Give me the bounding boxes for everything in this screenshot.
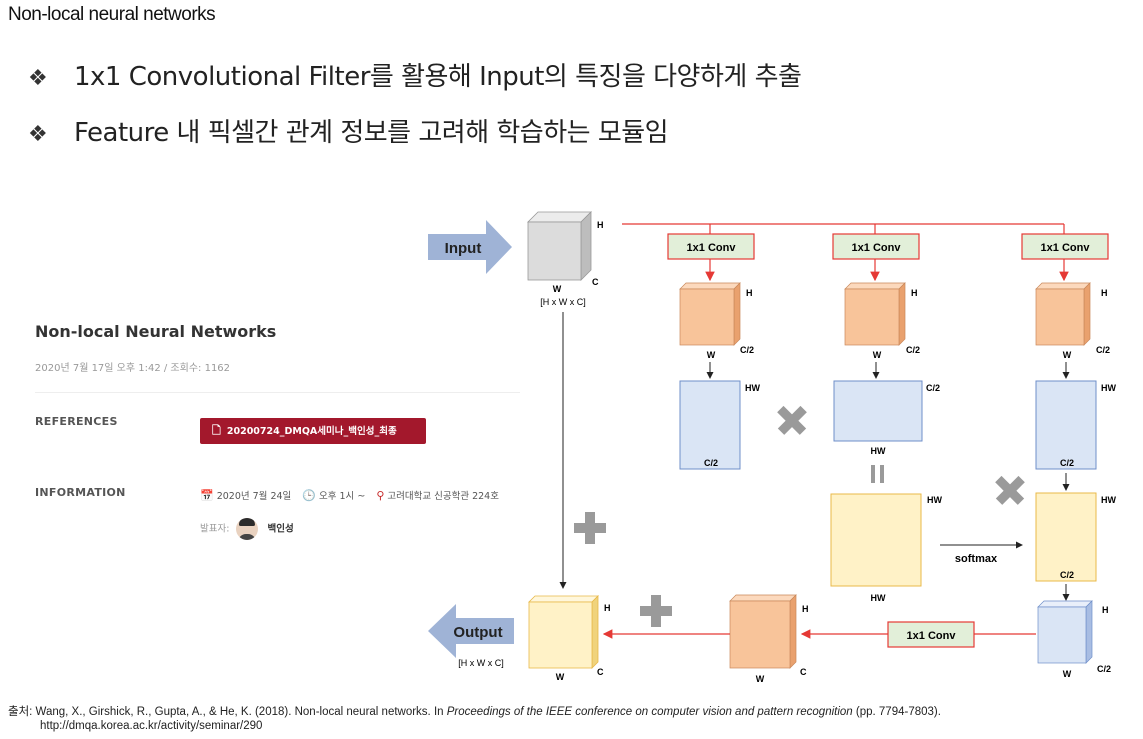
divider bbox=[35, 392, 520, 393]
phi-matrix bbox=[833, 380, 923, 442]
theta-cube bbox=[679, 282, 741, 346]
multiply-icon bbox=[777, 405, 807, 435]
clock-icon: 🕒 bbox=[302, 489, 317, 502]
svg-text:H: H bbox=[604, 603, 611, 613]
diamond-bullet-icon: ❖ bbox=[28, 122, 48, 147]
svg-text:HW: HW bbox=[745, 383, 760, 393]
conv-box: 1x1 Conv bbox=[832, 233, 920, 260]
page-title: Non-local neural networks bbox=[8, 4, 216, 25]
source-url[interactable]: http://dmqa.korea.ac.kr/activity/seminar… bbox=[40, 720, 263, 732]
svg-text:1x1 Conv: 1x1 Conv bbox=[1041, 242, 1091, 254]
input-cube bbox=[527, 211, 592, 281]
phi-cube bbox=[844, 282, 906, 346]
attention-matrix bbox=[830, 493, 922, 587]
seminar-date: 2020년 7월 24일 bbox=[216, 491, 292, 502]
non-local-block-diagram: Input H W C [H x W x C] 1x1 Conv 1x1 Con… bbox=[428, 211, 1116, 684]
svg-text:C/2: C/2 bbox=[704, 458, 718, 468]
output-label: Output bbox=[453, 624, 502, 641]
wz-cube bbox=[729, 594, 797, 669]
svg-text:H: H bbox=[1101, 288, 1108, 298]
plus-icon bbox=[574, 512, 606, 544]
location-pin-icon: ⚲ bbox=[376, 489, 385, 502]
svg-text:C/2: C/2 bbox=[1097, 664, 1111, 674]
output-cube bbox=[528, 595, 599, 669]
svg-text:1x1 Conv: 1x1 Conv bbox=[687, 242, 737, 254]
seminar-location: 고려대학교 신공학관 224호 bbox=[387, 491, 499, 502]
seminar-title: Non-local Neural Networks bbox=[35, 322, 277, 341]
information-label: INFORMATION bbox=[35, 486, 126, 499]
bullet-text: Feature 내 픽셀간 관계 정보를 고려해 학습하는 모듈임 bbox=[74, 118, 669, 148]
svg-text:W: W bbox=[1063, 350, 1072, 360]
svg-text:C/2: C/2 bbox=[926, 383, 940, 393]
pdf-filename: 20200724_DMQA세미나_백인성_최종본.pdf bbox=[212, 426, 397, 463]
svg-text:HW: HW bbox=[927, 495, 942, 505]
citation: 출처: Wang, X., Girshick, R., Gupta, A., &… bbox=[8, 706, 941, 718]
weighted-matrix bbox=[1035, 492, 1097, 582]
svg-text:C: C bbox=[800, 667, 807, 677]
svg-text:W: W bbox=[873, 350, 882, 360]
plus-icon bbox=[640, 595, 672, 627]
svg-text:HW: HW bbox=[871, 446, 886, 456]
svg-text:C/2: C/2 bbox=[1096, 345, 1110, 355]
svg-text:H: H bbox=[911, 288, 918, 298]
conv-box: 1x1 Conv bbox=[667, 233, 755, 260]
svg-text:C/2: C/2 bbox=[740, 345, 754, 355]
softmax-label: softmax bbox=[955, 553, 998, 565]
seminar-meta: 2020년 7월 17일 오후 1:42 / 조회수: 1162 bbox=[35, 363, 231, 374]
bullet-text: 1x1 Convolutional Filter를 활용해 Input의 특징을… bbox=[74, 62, 802, 92]
theta-matrix bbox=[679, 380, 741, 470]
svg-text:C/2: C/2 bbox=[1060, 458, 1074, 468]
seminar-time: 오후 1시 ~ bbox=[319, 491, 366, 502]
dim-label: H bbox=[597, 220, 604, 230]
y-cube bbox=[1037, 600, 1093, 664]
dim-label: W bbox=[553, 284, 562, 294]
svg-text:H: H bbox=[1102, 605, 1109, 615]
input-shape-label: [H x W x C] bbox=[540, 297, 586, 307]
svg-text:W: W bbox=[556, 672, 565, 682]
svg-text:HW: HW bbox=[871, 593, 886, 603]
svg-text:H: H bbox=[746, 288, 753, 298]
svg-text:C/2: C/2 bbox=[1060, 570, 1074, 580]
split-lines bbox=[622, 223, 1065, 234]
multiply-icon bbox=[995, 475, 1025, 505]
dim-label: C bbox=[592, 277, 599, 287]
output-shape-label: [H x W x C] bbox=[458, 658, 504, 668]
svg-text:1x1 Conv: 1x1 Conv bbox=[907, 630, 957, 642]
references-label: REFERENCES bbox=[35, 415, 118, 428]
g-cube bbox=[1035, 282, 1091, 346]
svg-text:1x1 Conv: 1x1 Conv bbox=[852, 242, 902, 254]
svg-text:C: C bbox=[597, 667, 604, 677]
presenter-label: 발표자: bbox=[200, 523, 230, 535]
svg-text:W: W bbox=[756, 674, 765, 684]
svg-text:C/2: C/2 bbox=[906, 345, 920, 355]
svg-text:W: W bbox=[1063, 669, 1072, 679]
pdf-download-button[interactable]: 🗋20200724_DMQA세미나_백인성_최종본.pdf bbox=[200, 418, 426, 463]
input-arrow: Input bbox=[428, 220, 512, 274]
diamond-bullet-icon: ❖ bbox=[28, 66, 48, 91]
svg-text:W: W bbox=[707, 350, 716, 360]
svg-text:H: H bbox=[802, 604, 809, 614]
info-row: 📅2020년 7월 24일 🕒오후 1시 ~ ⚲고려대학교 신공학관 224호 bbox=[200, 488, 499, 502]
presenter-row: 발표자: 백인성 bbox=[200, 518, 294, 540]
g-matrix bbox=[1035, 380, 1097, 470]
output-arrow: Output bbox=[428, 604, 514, 658]
file-icon: 🗋 bbox=[212, 424, 221, 437]
conv-box: 1x1 Conv bbox=[887, 621, 975, 648]
bullet-item: ❖ 1x1 Convolutional Filter를 활용해 Input의 특징… bbox=[28, 56, 802, 93]
input-label: Input bbox=[445, 240, 482, 257]
avatar bbox=[236, 518, 259, 540]
svg-text:HW: HW bbox=[1101, 383, 1116, 393]
calendar-icon: 📅 bbox=[200, 489, 214, 502]
equals-icon bbox=[871, 465, 884, 483]
conv-output-arrows bbox=[705, 259, 1069, 282]
svg-text:HW: HW bbox=[1101, 495, 1116, 505]
bullet-item: ❖ Feature 내 픽셀간 관계 정보를 고려해 학습하는 모듈임 bbox=[28, 112, 669, 149]
conv-box: 1x1 Conv bbox=[1021, 233, 1109, 260]
presenter-name: 백인성 bbox=[267, 523, 294, 535]
reshape-arrows bbox=[706, 362, 1070, 379]
